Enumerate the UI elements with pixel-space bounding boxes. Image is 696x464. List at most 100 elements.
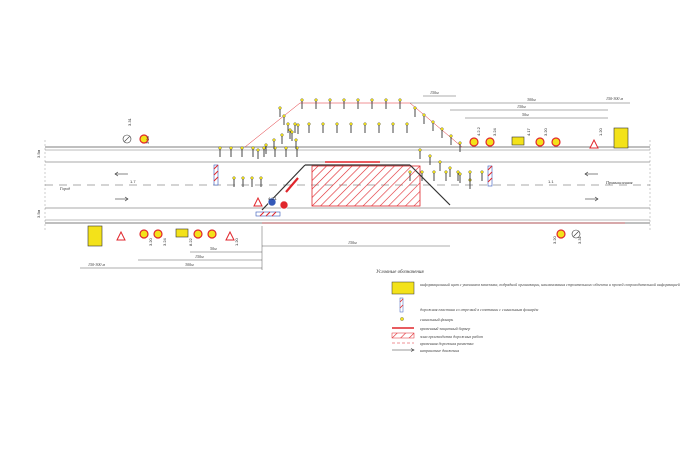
signal-lamp bbox=[328, 98, 332, 102]
arrow-plates bbox=[213, 164, 493, 217]
legend-swatch-board bbox=[391, 281, 415, 295]
lower-label-0: 3.24 bbox=[162, 237, 167, 246]
signal-lamp bbox=[405, 122, 409, 126]
signal-lamps bbox=[218, 98, 484, 189]
dim-bottom-total: 300м bbox=[185, 262, 194, 267]
town-right: Промышленная bbox=[605, 180, 633, 185]
dim-top-mid: 150м bbox=[517, 104, 526, 109]
signal-lamp bbox=[449, 134, 453, 138]
signal-lamp bbox=[232, 176, 236, 180]
signal-lamp bbox=[278, 106, 282, 110]
signal-lamp bbox=[272, 138, 276, 142]
dim-bottom-left: 150-300 м bbox=[88, 262, 105, 267]
signal-lamp bbox=[256, 148, 260, 152]
signal-lamp bbox=[307, 122, 311, 126]
sign-label-right-mid: 3.20 bbox=[552, 235, 557, 244]
lane-label-left: 1.7 bbox=[130, 179, 136, 184]
legend-item-5: временная дорожная разметка bbox=[420, 341, 473, 346]
signal-lamp bbox=[300, 98, 304, 102]
signal-lamp bbox=[240, 146, 244, 150]
signal-lamp bbox=[440, 127, 444, 131]
legend-item-0: информационный щит с указанием заказчика… bbox=[420, 282, 680, 288]
signal-lamp bbox=[229, 146, 233, 150]
signal-lamp bbox=[259, 176, 263, 180]
signal-lamp bbox=[431, 120, 435, 124]
legend-swatch-zone bbox=[391, 332, 415, 339]
dim-bottom-small: 50м bbox=[210, 246, 217, 251]
signal-lamp bbox=[294, 138, 298, 142]
upper-label-1: 3.24 bbox=[492, 127, 497, 136]
sign-label-left-top2: 3.24 bbox=[145, 135, 150, 144]
signal-lamp bbox=[264, 143, 268, 147]
sign-post-left-top: 3.31 3.24 bbox=[122, 117, 150, 144]
signal-lamp bbox=[413, 106, 417, 110]
signal-lamp bbox=[321, 122, 325, 126]
signal-lamp bbox=[250, 176, 254, 180]
legend-item-1: дорожная пластина со стрелкой в сочетани… bbox=[420, 307, 539, 312]
signal-lamp bbox=[284, 146, 288, 150]
signal-lamp bbox=[468, 170, 472, 174]
signal-lamp bbox=[448, 166, 452, 170]
dim-work-zone: 150м bbox=[348, 240, 357, 245]
signal-lamp bbox=[314, 98, 318, 102]
dim-top-right: 150-300 м bbox=[606, 96, 623, 101]
center-label-0: 4.2.1 bbox=[268, 196, 278, 201]
signal-lamp bbox=[384, 98, 388, 102]
signal-lamp bbox=[280, 133, 284, 137]
legend-swatch-lamp bbox=[400, 317, 404, 321]
work-zone bbox=[311, 165, 421, 207]
signal-lamp bbox=[458, 141, 462, 145]
signal-lamp bbox=[356, 98, 360, 102]
dim-side-b: 3.5м bbox=[36, 209, 41, 218]
sign-label-left-top: 3.31 bbox=[127, 117, 132, 126]
sign-group-upper: 4.2.2 3.24 4.17 3.20 1.20 bbox=[469, 126, 603, 149]
dimensions-bottom bbox=[80, 226, 450, 270]
signal-lamp bbox=[438, 160, 442, 164]
center-signs: 4.2.1 bbox=[253, 196, 289, 210]
legend-item-2: сигнальный фонарь bbox=[420, 317, 453, 322]
info-board-left bbox=[87, 225, 103, 247]
dimensions-top bbox=[410, 95, 630, 119]
dim-top-left: 150м bbox=[430, 90, 439, 95]
signal-lamp bbox=[418, 148, 422, 152]
signal-lamp bbox=[218, 146, 222, 150]
signal-lamp bbox=[480, 170, 484, 174]
lower-label-1: 3.20 bbox=[148, 237, 153, 246]
upper-label-4: 1.20 bbox=[598, 127, 603, 136]
signal-lamp bbox=[408, 170, 412, 174]
signal-lamp bbox=[349, 122, 353, 126]
lower-label-2: 8.22 bbox=[188, 237, 193, 246]
direction-arrows bbox=[114, 171, 599, 202]
signal-lamp bbox=[377, 122, 381, 126]
dim-top-total: 300м bbox=[527, 97, 536, 102]
dim-side-a: 3.5м bbox=[36, 149, 41, 158]
signal-lamp bbox=[290, 130, 294, 134]
signal-lamp bbox=[335, 122, 339, 126]
signal-lamp bbox=[363, 122, 367, 126]
signal-lamp bbox=[420, 170, 424, 174]
upper-label-3: 3.20 bbox=[543, 127, 548, 136]
signal-lamp bbox=[444, 170, 448, 174]
signal-lamp bbox=[241, 176, 245, 180]
info-board-right bbox=[613, 127, 629, 149]
sign-group-lower: 3.24 3.20 8.22 1.20 bbox=[116, 228, 239, 246]
signal-lamp bbox=[342, 98, 346, 102]
legend-item-4: зона производства дорожных работ bbox=[419, 334, 483, 339]
signal-lamp bbox=[391, 122, 395, 126]
signal-lamp bbox=[456, 170, 460, 174]
dim-bottom-mid: 150м bbox=[195, 254, 204, 259]
upper-label-2: 4.17 bbox=[526, 127, 531, 136]
legend-title: Условные обозначения bbox=[376, 270, 424, 275]
signal-lamp bbox=[458, 172, 462, 176]
signal-lamp bbox=[428, 154, 432, 158]
town-left: Город bbox=[59, 186, 70, 191]
sign-post-right-low: 3.20 3.31 bbox=[552, 229, 582, 244]
signal-lamp bbox=[288, 128, 292, 132]
dim-top-small: 50м bbox=[522, 112, 529, 117]
upper-label-0: 4.2.2 bbox=[476, 126, 481, 136]
legend: Условные обозначения информационный щит … bbox=[376, 270, 680, 353]
signal-lamp bbox=[370, 98, 374, 102]
signal-lamp bbox=[296, 123, 300, 127]
detour-outline bbox=[244, 102, 625, 224]
